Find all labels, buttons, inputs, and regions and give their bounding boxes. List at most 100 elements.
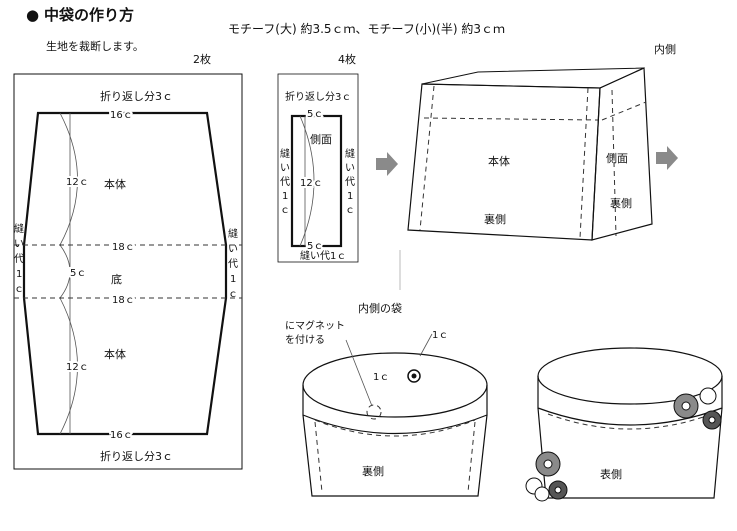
sewn-bag-seam-left xyxy=(419,85,435,231)
svg-text:代: 代 xyxy=(345,176,355,188)
side-bottom-width-label: 5ｃ xyxy=(307,241,323,252)
finished-bag-illustration: 表側 xyxy=(525,347,723,502)
inner-bag-seam-right xyxy=(467,421,476,493)
svg-text:縫: 縫 xyxy=(345,147,355,160)
sewn-bag-side-fold-line xyxy=(601,101,647,121)
main-bottom-label: 底 xyxy=(111,272,122,286)
sewn-bag-side-seam xyxy=(611,89,617,237)
main-seam-right-label: 縫 い 代 1 ｃ xyxy=(228,227,238,300)
sewn-bag-fold-line xyxy=(423,117,599,121)
sewn-bag-side-back-label: 裏側 xyxy=(610,196,632,210)
main-line18-bottom-label: 18ｃ xyxy=(112,295,135,306)
cut-fabric-note: 生地を裁断します。 xyxy=(46,39,144,53)
svg-text:縫: 縫 xyxy=(280,147,290,160)
sewn-bag-body-label: 本体 xyxy=(488,154,510,168)
finished-bag-body xyxy=(537,407,723,499)
magnet-note-line1: にマグネット xyxy=(285,319,345,332)
main-line18-top-label: 18ｃ xyxy=(112,242,135,253)
inner-bag-body xyxy=(302,414,488,497)
inner-bag-seam-left xyxy=(314,421,323,493)
side-seam-left-label: 縫 い 代 1 ｃ xyxy=(280,147,290,216)
sewn-bag-side-label: 側面 xyxy=(606,152,628,165)
svg-text:1: 1 xyxy=(347,191,353,202)
main-height-bottom-label: 12ｃ xyxy=(66,362,89,373)
step-arrow-icon xyxy=(376,152,398,176)
magnet-leader-line xyxy=(345,339,373,407)
main-piece-count: 2枚 xyxy=(193,52,211,66)
side-pattern-piece: 4枚 折り返し分3ｃ 5ｃ 側面 12ｃ 5ｃ 縫い代1ｃ 縫 い 代 1 ｃ … xyxy=(277,52,359,263)
side-piece-count: 4枚 xyxy=(338,52,356,66)
svg-text:代: 代 xyxy=(228,258,238,270)
main-body-bottom-label: 本体 xyxy=(104,347,126,361)
inner-bag-heading: 内側の袋 xyxy=(358,301,402,315)
main-pattern-piece: 2枚 折り返し分3ｃ 16ｃ 本体 12ｃ 18ｃ 5ｃ 底 18ｃ 本体 12… xyxy=(13,52,243,470)
sewn-bag-side-panel xyxy=(591,67,653,241)
main-height-arc-bottom xyxy=(59,297,78,435)
sewn-bag-inner-label: 内側 xyxy=(654,42,676,56)
seam-leader-line xyxy=(419,333,433,357)
svg-text:ｃ: ｃ xyxy=(345,205,355,216)
svg-text:縫: 縫 xyxy=(228,227,238,240)
main-height-arc-top xyxy=(59,112,78,246)
sewn-bag-illustration: 内側 本体 側面 裏側 裏側 xyxy=(399,42,676,290)
flower-motif-cluster xyxy=(525,451,568,502)
side-cut-outline xyxy=(290,114,343,248)
magnet-icon xyxy=(407,369,421,383)
svg-text:1: 1 xyxy=(16,269,22,280)
svg-text:い: い xyxy=(14,239,24,250)
svg-text:い: い xyxy=(228,244,238,255)
main-fold-bottom-label: 折り返し分3ｃ xyxy=(100,449,173,463)
main-bottom-width-label: 16ｃ xyxy=(110,430,133,441)
svg-text:ｃ: ｃ xyxy=(228,289,238,300)
svg-text:1: 1 xyxy=(282,191,288,202)
page-title: 中袋の作り方 xyxy=(44,6,134,24)
motif-size-note: モチーフ(大) 約3.5ｃｍ、モチーフ(小)(半) 約3ｃｍ xyxy=(228,21,505,36)
svg-text:代: 代 xyxy=(280,176,290,188)
main-body-top-label: 本体 xyxy=(104,177,126,191)
side-body-label: 側面 xyxy=(310,133,332,146)
side-height-arc xyxy=(299,115,315,247)
svg-text:い: い xyxy=(280,163,290,174)
side-height-label: 12ｃ xyxy=(300,178,323,189)
main-top-width-label: 16ｃ xyxy=(110,110,133,121)
main-seam-left-label: 縫 い 代 1 ｃ xyxy=(14,222,24,295)
main-height-arc-mid xyxy=(59,244,71,299)
finished-bag-front-label: 表側 xyxy=(600,467,622,481)
inner-bag-rim xyxy=(302,352,488,418)
svg-text:代: 代 xyxy=(14,253,24,265)
svg-text:ｃ: ｃ xyxy=(14,284,24,295)
main-fold-top-label: 折り返し分3ｃ xyxy=(100,89,173,103)
step-arrow-icon-2 xyxy=(656,146,678,170)
svg-text:ｃ: ｃ xyxy=(280,205,290,216)
magnet-center-icon xyxy=(411,373,417,379)
magnet-note-line2: を付ける xyxy=(285,333,325,346)
sewn-bag-seam-right xyxy=(579,87,589,239)
main-outer-border xyxy=(13,73,243,470)
sewn-bag-back-label: 裏側 xyxy=(484,212,506,226)
svg-text:1: 1 xyxy=(230,274,236,285)
flower-motif-small xyxy=(699,387,722,430)
title-bullet: ● xyxy=(26,6,39,24)
flower-motif-large xyxy=(673,393,699,419)
finished-bag-rim xyxy=(537,347,723,405)
main-bottom-height-label: 5ｃ xyxy=(70,268,86,279)
inner-bag-illustration: 内側の袋 にマグネット を付ける 1ｃ 1ｃ 裏側 xyxy=(285,301,488,497)
seam-1c-label-b: 1ｃ xyxy=(373,372,389,383)
side-outer-border xyxy=(277,73,359,263)
inner-bag-band xyxy=(302,385,488,435)
inner-bag-band-stitch xyxy=(314,419,476,437)
seam-1c-label-a: 1ｃ xyxy=(432,330,448,341)
inner-bag-back-label: 裏側 xyxy=(362,464,384,478)
side-fold-label: 折り返し分3ｃ xyxy=(285,90,351,103)
magnet-back-icon xyxy=(366,404,382,420)
side-top-width-label: 5ｃ xyxy=(307,109,323,120)
finished-bag-band-stitch xyxy=(547,413,713,430)
svg-text:縫: 縫 xyxy=(14,222,24,235)
main-height-top-label: 12ｃ xyxy=(66,177,89,188)
svg-text:い: い xyxy=(345,163,355,174)
main-cut-outline xyxy=(22,111,228,436)
side-seam-bottom-label: 縫い代1ｃ xyxy=(300,249,346,262)
side-seam-right-label: 縫 い 代 1 ｃ xyxy=(345,147,355,216)
